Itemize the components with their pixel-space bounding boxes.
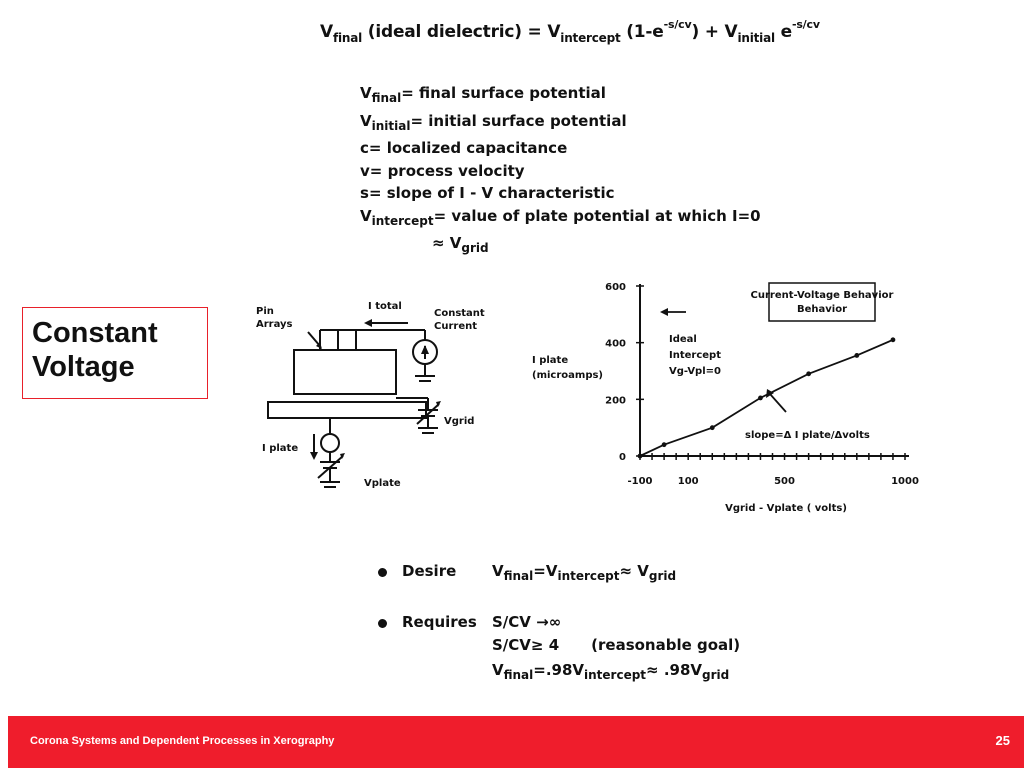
iv-chart: 0 200 400 600 -100 100 500 1000 Current-Voltage… bbox=[532, 282, 919, 514]
i-plate-label: I plate bbox=[262, 443, 298, 454]
i-total-label: I total bbox=[368, 301, 402, 312]
circuit-diagram: Pin Arrays I total Constant Current Vgri… bbox=[256, 301, 485, 489]
desire-equation: Vfinal=Vintercept≈ Vgrid bbox=[492, 562, 677, 583]
definition-item: c= localized capacitance bbox=[360, 139, 568, 157]
y-tick-label: 200 bbox=[605, 395, 626, 406]
bullet-label: Requires bbox=[402, 613, 477, 631]
chart-title: Current-Voltage Behavior bbox=[751, 290, 894, 301]
definition-item: Vinitial= initial surface potential bbox=[360, 111, 627, 133]
footer-bar: Corona Systems and Dependent Processes i… bbox=[8, 716, 1024, 768]
data-point bbox=[806, 371, 812, 377]
bullet-dot bbox=[378, 568, 387, 577]
slope-note: slope=Δ I plate/Δvolts bbox=[745, 430, 870, 441]
y-tick-label: 400 bbox=[605, 339, 626, 350]
x-tick-label: 500 bbox=[774, 476, 795, 487]
slope-arrow bbox=[769, 393, 787, 413]
title-line-1: Constant bbox=[32, 317, 158, 349]
pin-arrays-label-1: Pin bbox=[256, 306, 274, 317]
requires-line-2: S/CV≥ 4(reasonable goal) bbox=[492, 636, 741, 654]
y-tick-label: 0 bbox=[619, 452, 626, 463]
intercept-note-2: Intercept bbox=[669, 350, 721, 361]
main-equation: Vfinal (ideal dielectric) = Vintercept (… bbox=[320, 18, 820, 45]
requires-line-3: Vfinal=.98Vintercept≈ .98Vgrid bbox=[492, 661, 730, 682]
y-tick-label: 600 bbox=[605, 282, 626, 293]
constant-current-label-1: Constant bbox=[434, 308, 485, 319]
definition-item: v= process velocity bbox=[360, 161, 525, 180]
intercept-note-3: Vg-Vpl=0 bbox=[669, 366, 721, 377]
requires-line-1: S/CV →∞ bbox=[492, 613, 562, 631]
data-point bbox=[709, 425, 715, 431]
constant-current-label-2: Current bbox=[434, 321, 477, 332]
data-point bbox=[637, 453, 643, 459]
title-line-2: Voltage bbox=[32, 351, 135, 383]
data-point bbox=[890, 337, 896, 343]
ammeter bbox=[320, 433, 340, 453]
chart-title-line2: Behavior bbox=[797, 304, 847, 315]
vplate-label: Vplate bbox=[364, 478, 401, 489]
bullet-dot bbox=[378, 619, 387, 628]
definition-list: Vfinal= final surface potential Vinitial… bbox=[360, 82, 761, 260]
definition-item: Vfinal= final surface potential bbox=[360, 84, 606, 105]
pin-arrays-label-2: Arrays bbox=[256, 319, 293, 330]
data-point bbox=[854, 353, 860, 358]
y-label-1: I plate bbox=[532, 355, 568, 366]
vgrid-label: Vgrid bbox=[444, 416, 474, 427]
y-label-2: (microamps) bbox=[532, 370, 603, 381]
data-point bbox=[661, 442, 667, 448]
definition-item: ≈ Vgrid bbox=[432, 234, 489, 255]
pin-array-box bbox=[293, 349, 397, 395]
page-number: 25 bbox=[995, 733, 1010, 748]
plate bbox=[267, 401, 427, 419]
slide-title-box: Constant Voltage bbox=[22, 307, 208, 399]
chart-title-box bbox=[768, 282, 876, 322]
x-tick-label: 100 bbox=[678, 476, 699, 487]
data-point bbox=[758, 395, 763, 401]
x-tick-label: 1000 bbox=[891, 476, 919, 487]
x-tick-label: -100 bbox=[627, 476, 652, 487]
bullet-label: Desire bbox=[402, 562, 457, 580]
intercept-note-1: Ideal bbox=[669, 334, 697, 345]
definition-item: Vintercept= value of plate potential at … bbox=[360, 206, 761, 228]
x-label: Vgrid - Vplate ( volts) bbox=[725, 503, 847, 514]
footer-text: Corona Systems and Dependent Processes i… bbox=[30, 735, 335, 747]
definition-item: s= slope of I - V characteristic bbox=[360, 184, 615, 202]
